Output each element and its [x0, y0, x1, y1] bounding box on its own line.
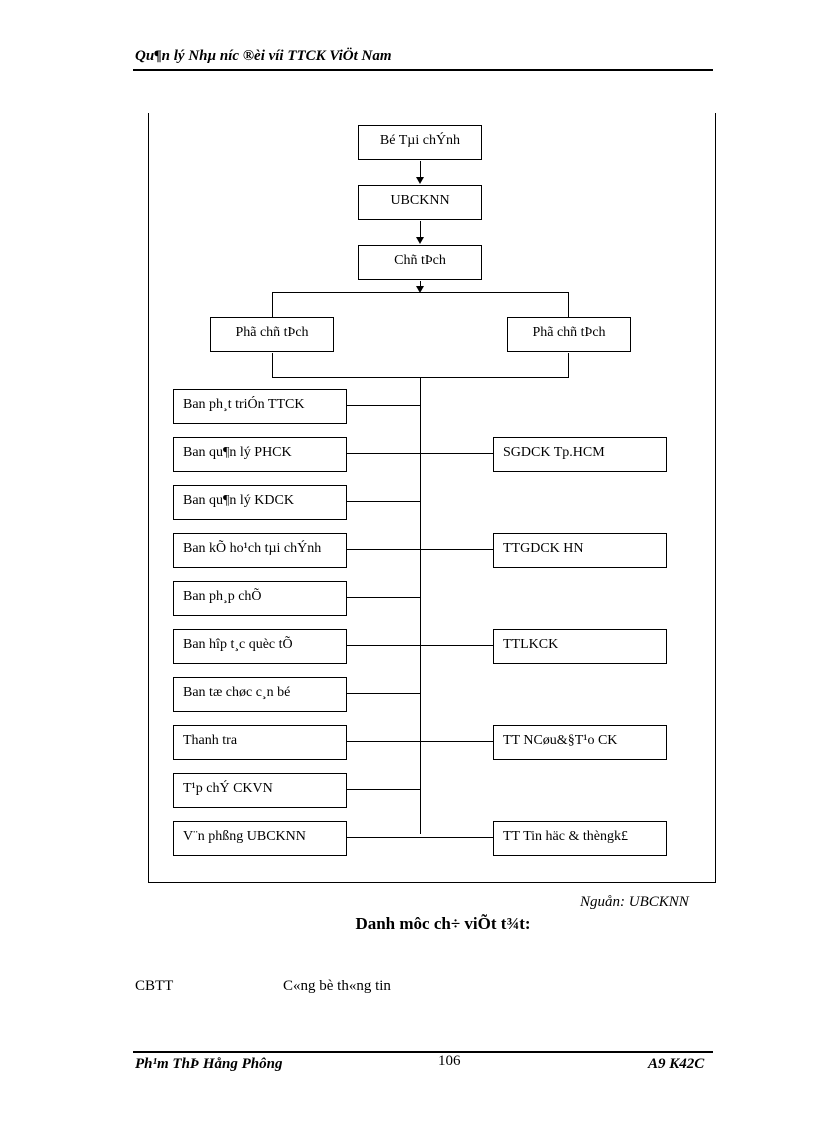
footer-author: Ph¹m ThÞ Hång Phông	[135, 1056, 283, 1072]
abbreviation-meaning: C«ng bè th«ng tin	[283, 978, 391, 994]
connector-line	[347, 645, 421, 646]
connector-line	[420, 453, 493, 454]
chart-node-department: Ban kÕ ho¹ch tµi chÝnh	[173, 533, 347, 568]
connector-line	[347, 837, 421, 838]
connector-line	[420, 837, 493, 838]
chart-node-ministry: Bé Tµi chÝnh	[358, 125, 482, 160]
chart-node-affiliate: TT Tin häc & thèngk£	[493, 821, 667, 856]
chart-node-department: T¹p chÝ CKVN	[173, 773, 347, 808]
chart-node-department: Ban ph¸p chÕ	[173, 581, 347, 616]
chart-node-department: Ban qu¶n lý KDCK	[173, 485, 347, 520]
arrow-down-icon	[416, 177, 424, 184]
connector-line	[347, 741, 421, 742]
connector-line	[347, 597, 421, 598]
connector-line	[420, 645, 493, 646]
chart-source: Nguån: UBCKNN	[580, 894, 689, 910]
section-title: Danh môc ch÷ viÕt t¾t:	[355, 914, 531, 933]
chart-node-department: Ban ph¸t triÓn TTCK	[173, 389, 347, 424]
chart-node-department: Thanh tra	[173, 725, 347, 760]
abbreviation-term: CBTT	[135, 978, 174, 994]
page-number: 106	[438, 1053, 461, 1069]
chart-node-department: Ban tæ chøc c¸n bé	[173, 677, 347, 712]
header-rule	[133, 69, 713, 71]
chart-node-affiliate: TTLKCK	[493, 629, 667, 664]
connector-line	[347, 453, 421, 454]
chart-node-affiliate: TT NCøu&§T¹o CK	[493, 725, 667, 760]
chart-node-affiliate: TTGDCK HN	[493, 533, 667, 568]
connector-line	[347, 405, 421, 406]
footer-class: A9 K42C	[648, 1056, 705, 1072]
connector-line	[347, 693, 421, 694]
chart-node-department: V¨n phßng UBCKNN	[173, 821, 347, 856]
arrow-down-icon	[416, 237, 424, 244]
arrow-down-icon	[416, 286, 424, 293]
footer-rule	[133, 1051, 713, 1053]
chart-node-chairman: Chñ tÞch	[358, 245, 482, 280]
connector-line	[347, 549, 421, 550]
connector-line	[347, 789, 421, 790]
chart-node-vice-chairman: Phã chñ tÞch	[507, 317, 631, 352]
connector-line	[420, 741, 493, 742]
chart-node-affiliate: SGDCK Tp.HCM	[493, 437, 667, 472]
chart-node-department: Ban qu¶n lý PHCK	[173, 437, 347, 472]
connector-line	[347, 501, 421, 502]
chart-node-vice-chairman: Phã chñ tÞch	[210, 317, 334, 352]
chart-node-department: Ban hîp t¸c quèc tÕ	[173, 629, 347, 664]
chart-node-ubcknn: UBCKNN	[358, 185, 482, 220]
connector-line	[420, 549, 493, 550]
running-header: Qu¶n lý Nhµ n­íc ®èi víi TTCK ViÖt Nam	[135, 48, 392, 64]
